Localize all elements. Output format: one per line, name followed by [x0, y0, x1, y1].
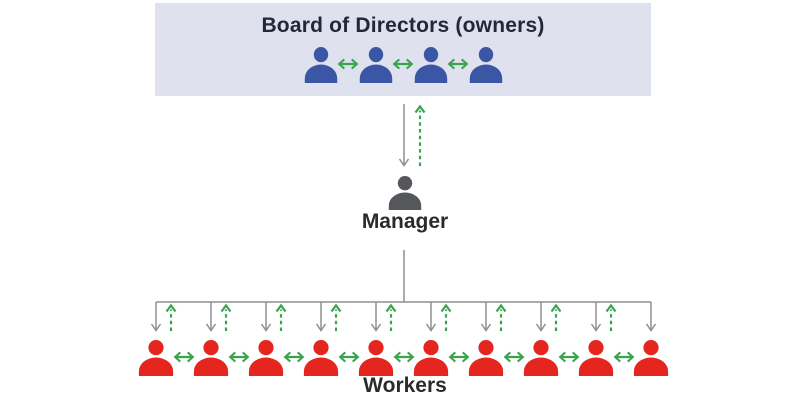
double-headed-arrow-icon	[613, 349, 634, 365]
workers-row	[137, 338, 670, 376]
board-member-person-icon	[413, 47, 449, 83]
worker-person-icon	[522, 340, 560, 376]
worker-person-icon	[302, 340, 340, 376]
double-headed-arrow-icon	[338, 349, 359, 365]
double-headed-arrow-icon	[393, 349, 414, 365]
dashed-up-arrow-icon	[550, 303, 562, 331]
down-arrow-icon	[398, 104, 410, 167]
down-arrow-icon	[315, 302, 327, 332]
down-arrow-icon	[205, 302, 217, 332]
board-member-person-icon	[358, 47, 394, 83]
dashed-up-arrow-icon	[605, 303, 617, 331]
down-arrow-icon	[480, 302, 492, 332]
down-arrow-icon	[590, 302, 602, 332]
double-headed-arrow-icon	[228, 349, 249, 365]
board-members-row	[303, 45, 504, 83]
down-arrow-icon	[535, 302, 547, 332]
board-title: Board of Directors (owners)	[261, 14, 545, 37]
worker-person-icon	[247, 340, 285, 376]
dashed-up-arrow-icon	[165, 303, 177, 331]
worker-person-icon	[357, 340, 395, 376]
manager-label: Manager	[361, 210, 449, 233]
double-headed-arrow-icon	[448, 349, 469, 365]
worker-person-icon	[412, 340, 450, 376]
dashed-up-arrow-icon	[385, 303, 397, 331]
worker-person-icon	[192, 340, 230, 376]
dashed-up-arrow-icon	[220, 303, 232, 331]
dashed-up-arrow-icon	[440, 303, 452, 331]
double-headed-arrow-icon	[558, 349, 579, 365]
board-member-person-icon	[468, 47, 504, 83]
manager-person-icon	[387, 176, 423, 210]
double-headed-arrow-icon	[337, 56, 359, 72]
board-of-directors-box: Board of Directors (owners)	[155, 3, 651, 96]
worker-person-icon	[137, 340, 175, 376]
dashed-up-arrow-icon	[330, 303, 342, 331]
worker-person-icon	[467, 340, 505, 376]
dashed-up-arrow-icon	[275, 303, 287, 331]
double-headed-arrow-icon	[392, 56, 414, 72]
down-arrow-icon	[425, 302, 437, 332]
double-headed-arrow-icon	[173, 349, 194, 365]
dashed-up-arrow-icon	[414, 104, 426, 166]
manager-icon	[387, 176, 423, 210]
down-arrow-icon	[645, 302, 657, 332]
workers-label: Workers	[363, 374, 447, 397]
down-arrow-icon	[150, 302, 162, 332]
worker-person-icon	[577, 340, 615, 376]
worker-person-icon	[632, 340, 670, 376]
double-headed-arrow-icon	[283, 349, 304, 365]
dashed-up-arrow-icon	[495, 303, 507, 331]
double-headed-arrow-icon	[447, 56, 469, 72]
down-arrow-icon	[260, 302, 272, 332]
board-member-person-icon	[303, 47, 339, 83]
double-headed-arrow-icon	[503, 349, 524, 365]
down-arrow-icon	[370, 302, 382, 332]
